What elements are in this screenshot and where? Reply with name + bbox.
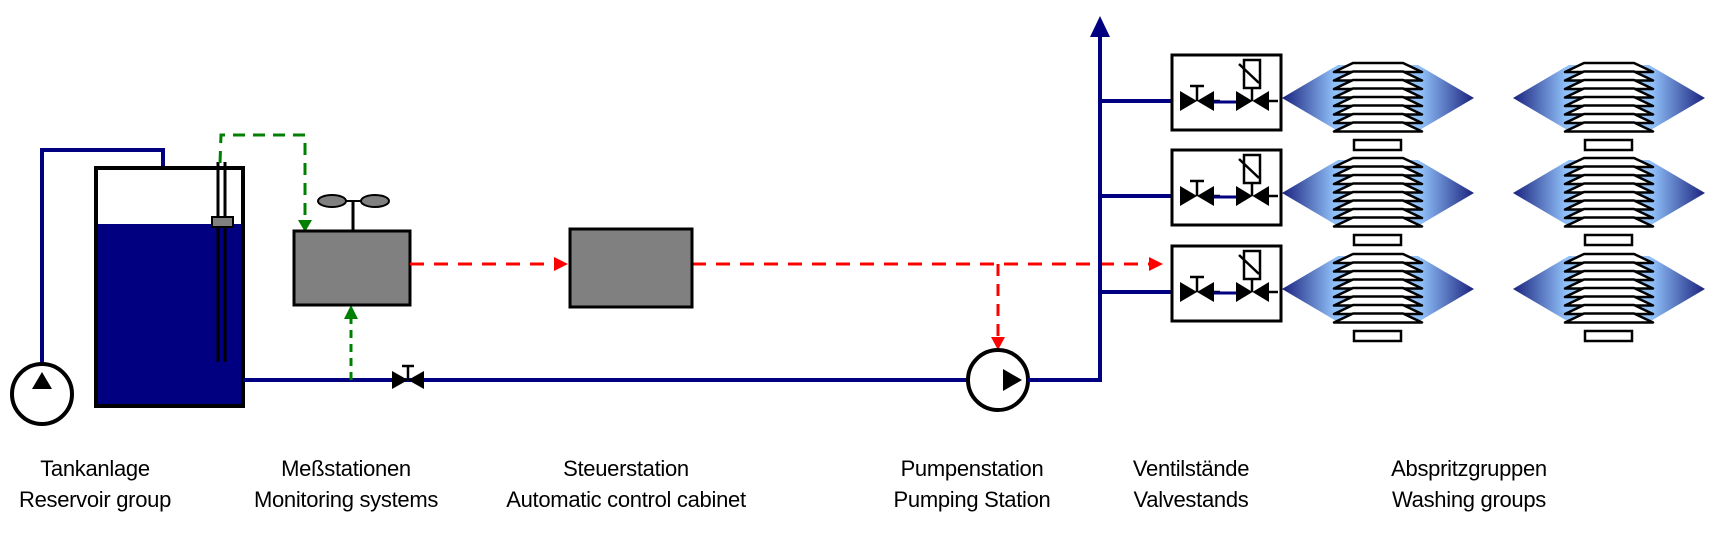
label-washing-de: Abspritzgruppen [1391, 456, 1547, 481]
anemometer-icon [317, 194, 390, 208]
monitoring-signals [218, 133, 358, 380]
valvestand[interactable] [1100, 148, 1283, 227]
monitoring-station[interactable] [292, 194, 412, 307]
label-reservoir-en: Reservoir group [18, 487, 172, 512]
valvestands [1100, 53, 1283, 323]
label-pumping-en: Pumping Station [893, 487, 1051, 512]
label-monitoring-en: Monitoring systems [253, 487, 439, 512]
reservoir-group [10, 148, 972, 426]
control-cabinet[interactable] [568, 227, 694, 309]
spray-nozzle-icon [1563, 252, 1655, 343]
spray-nozzle-icon [1332, 252, 1424, 343]
valvestand-box [1170, 244, 1283, 323]
spray-nozzle-icon [1332, 61, 1424, 152]
solenoid-valve-icon[interactable] [1236, 249, 1278, 302]
spray-nozzle-icon [1332, 156, 1424, 247]
label-pumping-de: Pumpenstation [900, 456, 1044, 481]
washing-group[interactable] [1282, 252, 1474, 343]
label-reservoir-de: Tankanlage [40, 456, 150, 481]
spray-nozzle-icon [1563, 156, 1655, 247]
label-monitoring-de: Meßstationen [281, 456, 411, 481]
spray-nozzle-icon [1563, 61, 1655, 152]
label-valvestands-en: Valvestands [1133, 487, 1249, 512]
label-control-en: Automatic control cabinet [506, 487, 746, 512]
washing-group[interactable] [1513, 61, 1705, 152]
valvestand[interactable] [1100, 244, 1283, 323]
label-monitoring: Meßstationen Monitoring systems [254, 453, 438, 515]
label-reservoir: Tankanlage Reservoir group [19, 453, 171, 515]
feed-pump-icon[interactable] [10, 362, 74, 426]
washing-group[interactable] [1282, 156, 1474, 247]
label-control: Steuerstation Automatic control cabinet [506, 453, 746, 515]
valvestand-box [1170, 148, 1283, 227]
level-signal-line [218, 133, 307, 222]
tank-water [98, 224, 241, 404]
valvestand[interactable] [1100, 53, 1283, 132]
label-washing-en: Washing groups [1392, 487, 1546, 512]
main-gate-valve-icon[interactable] [392, 364, 424, 389]
label-pumping: Pumpenstation Pumping Station [894, 453, 1051, 515]
solenoid-valve-icon[interactable] [1236, 58, 1278, 111]
valvestand-box [1170, 53, 1283, 132]
washing-group[interactable] [1282, 61, 1474, 152]
arrow-up-icon [1090, 16, 1110, 37]
label-valvestands-de: Ventilstände [1132, 456, 1250, 481]
label-valvestands: Ventilstände Valvestands [1132, 453, 1250, 515]
control-signals [410, 257, 1163, 350]
label-washing: Abspritzgruppen Washing groups [1391, 453, 1547, 515]
washing-group[interactable] [1513, 252, 1705, 343]
label-control-de: Steuerstation [563, 456, 689, 481]
main-pump-icon[interactable] [966, 348, 1030, 412]
pump-outlet-pipe [1028, 35, 1102, 382]
level-probe-icon [211, 162, 234, 362]
washing-groups [1282, 61, 1705, 343]
washing-group[interactable] [1513, 156, 1705, 247]
solenoid-valve-icon[interactable] [1236, 153, 1278, 206]
monitoring-cabinet [292, 229, 412, 307]
